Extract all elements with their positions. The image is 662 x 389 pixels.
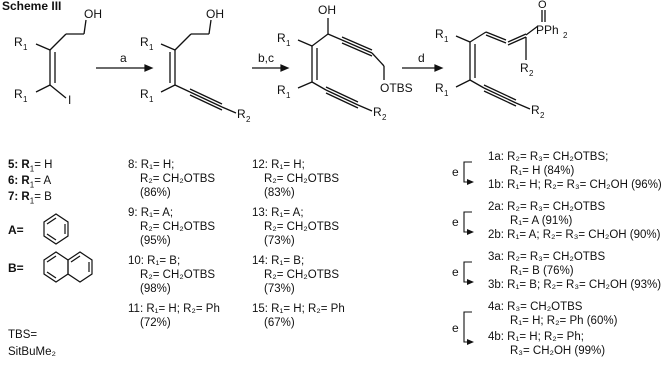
col3-line: R₂= CH₂OTBS bbox=[264, 221, 340, 233]
col3-line: R₂= CH₂OTBS bbox=[264, 173, 340, 185]
s4-r1b-sub: 1 bbox=[444, 89, 449, 98]
s2-r1a-sub: 1 bbox=[149, 43, 154, 52]
s2-r1a: R bbox=[140, 35, 149, 49]
s4-oxygen: O bbox=[538, 0, 547, 11]
s3-r2-sub: 2 bbox=[382, 113, 387, 122]
col2-line: (86%) bbox=[140, 187, 171, 199]
structure-enyne-alcohol bbox=[160, 19, 237, 114]
s4-r1a-sub: 1 bbox=[444, 35, 449, 44]
arrow-a bbox=[96, 64, 154, 72]
col2-line: 11: R₁= H; R₂= Ph bbox=[128, 303, 220, 315]
arrow-d-label: d bbox=[418, 51, 425, 65]
s4-r3: R bbox=[520, 61, 529, 75]
s4-r2-sub: 2 bbox=[540, 111, 545, 120]
legend-A: A= bbox=[8, 223, 24, 237]
col2-line: R₂= CH₂OTBS bbox=[140, 173, 216, 185]
s4-r2: R bbox=[531, 103, 540, 117]
col2-line: R₂= CH₂OTBS bbox=[140, 269, 216, 281]
arrow-bc-label: b,c bbox=[258, 51, 274, 65]
s3-r2: R bbox=[373, 105, 382, 119]
s1-r1a-sub: 1 bbox=[23, 43, 28, 52]
e-label-3: e bbox=[452, 265, 459, 279]
col2-line: (98%) bbox=[140, 283, 171, 295]
col2-line: (72%) bbox=[140, 317, 171, 329]
s1-oh: OH bbox=[84, 7, 102, 21]
compound-6-label: 6: R1= A bbox=[8, 175, 52, 190]
col3-line: 12: R₁= H; bbox=[252, 159, 305, 171]
col4-line: R₁= A (91%) bbox=[510, 215, 573, 227]
s4-p-sub: 2 bbox=[563, 31, 568, 40]
legend-B: B= bbox=[8, 261, 24, 275]
col2-line: 9: R₁= A; bbox=[128, 207, 174, 219]
s3-r1a-sub: 1 bbox=[286, 39, 291, 48]
arrow-d bbox=[402, 64, 444, 72]
col4-line: 3a: R₂= R₃= CH₂OTBS bbox=[488, 251, 606, 263]
scheme-caption: Scheme III bbox=[2, 0, 61, 13]
col4-line: R₁= H; R₂= Ph (60%) bbox=[510, 315, 618, 327]
col2-line: (95%) bbox=[140, 235, 171, 247]
s2-r1b: R bbox=[140, 87, 149, 101]
col3-line: (73%) bbox=[264, 283, 295, 295]
col4-line: 2b: R₁= A; R₂= R₃= CH₂OH (90%) bbox=[488, 229, 661, 241]
benzene-ring-A bbox=[43, 213, 69, 245]
s2-r2: R bbox=[237, 107, 246, 121]
col2-line: R₂= CH₂OTBS bbox=[140, 221, 216, 233]
col3-line: (73%) bbox=[264, 235, 295, 247]
e-label-2: e bbox=[452, 215, 459, 229]
arrow-bc bbox=[252, 64, 290, 72]
s3-oh: OH bbox=[318, 3, 336, 17]
s1-r1b-sub: 1 bbox=[23, 95, 28, 104]
s2-r1b-sub: 1 bbox=[149, 95, 154, 104]
col3-line: R₂= CH₂OTBS bbox=[264, 269, 340, 281]
naphthalene-ring-B bbox=[43, 251, 93, 283]
s2-oh: OH bbox=[206, 7, 224, 21]
col4-line: R₁= H (84%) bbox=[510, 165, 575, 177]
s1-iodine: I bbox=[68, 93, 71, 107]
col4-line: 2a: R₂= R₃= CH₂OTBS bbox=[488, 201, 606, 213]
structure-vinyl-iodide bbox=[35, 19, 87, 99]
col4-line: R₁= B (76%) bbox=[510, 265, 574, 277]
e-arrows bbox=[463, 161, 474, 345]
col3-line: 13: R₁= A; bbox=[252, 207, 304, 219]
structure-diynol bbox=[297, 18, 385, 112]
structure-allene-phosphine-oxide bbox=[455, 10, 546, 110]
tbs-legend-formula: SitBuMe₂ bbox=[8, 346, 56, 358]
s3-r1b: R bbox=[277, 83, 286, 97]
col4-line: 4b: R₁= H; R₂= Ph; bbox=[488, 331, 584, 343]
compound-7-label: 7: R1= B bbox=[8, 191, 52, 206]
col4-line: 1a: R₂= R₃= CH₂OTBS; bbox=[488, 151, 609, 163]
col4-line: 3b: R₁= B; R₂= R₃= CH₂OH (93%) bbox=[488, 279, 662, 291]
s4-r3-sub: 2 bbox=[529, 69, 534, 78]
compound-5-label: 5: R1= H bbox=[8, 159, 53, 174]
s3-r1a: R bbox=[277, 31, 286, 45]
col2-line: 8: R₁= H; bbox=[128, 159, 175, 171]
col3-line: 14: R₁= B; bbox=[252, 255, 305, 267]
col4-line: 4a: R₃= CH₂OTBS bbox=[488, 301, 583, 313]
col2-line: 10: R₁= B; bbox=[128, 255, 181, 267]
s4-r1a: R bbox=[435, 27, 444, 41]
tbs-legend-label: TBS= bbox=[8, 329, 38, 341]
col4-line: R₃= CH₂OH (99%) bbox=[510, 345, 606, 357]
s1-r1a: R bbox=[14, 35, 23, 49]
s2-r2-sub: 2 bbox=[246, 115, 251, 124]
col3-line: (67%) bbox=[264, 317, 295, 329]
s4-phosphorus: PPh bbox=[536, 23, 559, 37]
s1-r1b: R bbox=[14, 87, 23, 101]
e-label-4: e bbox=[452, 321, 459, 335]
col3-line: (83%) bbox=[264, 187, 295, 199]
s3-otbs: OTBS bbox=[380, 81, 413, 95]
col4-line: 1b: R₁= H; R₂= R₃= CH₂OH (96%) bbox=[488, 179, 662, 191]
col3-line: 15: R₁= H; R₂= Ph bbox=[252, 303, 345, 315]
s3-r1b-sub: 1 bbox=[286, 91, 291, 100]
e-label-1: e bbox=[452, 165, 459, 179]
s4-r1b: R bbox=[435, 81, 444, 95]
arrow-a-label: a bbox=[120, 51, 127, 65]
